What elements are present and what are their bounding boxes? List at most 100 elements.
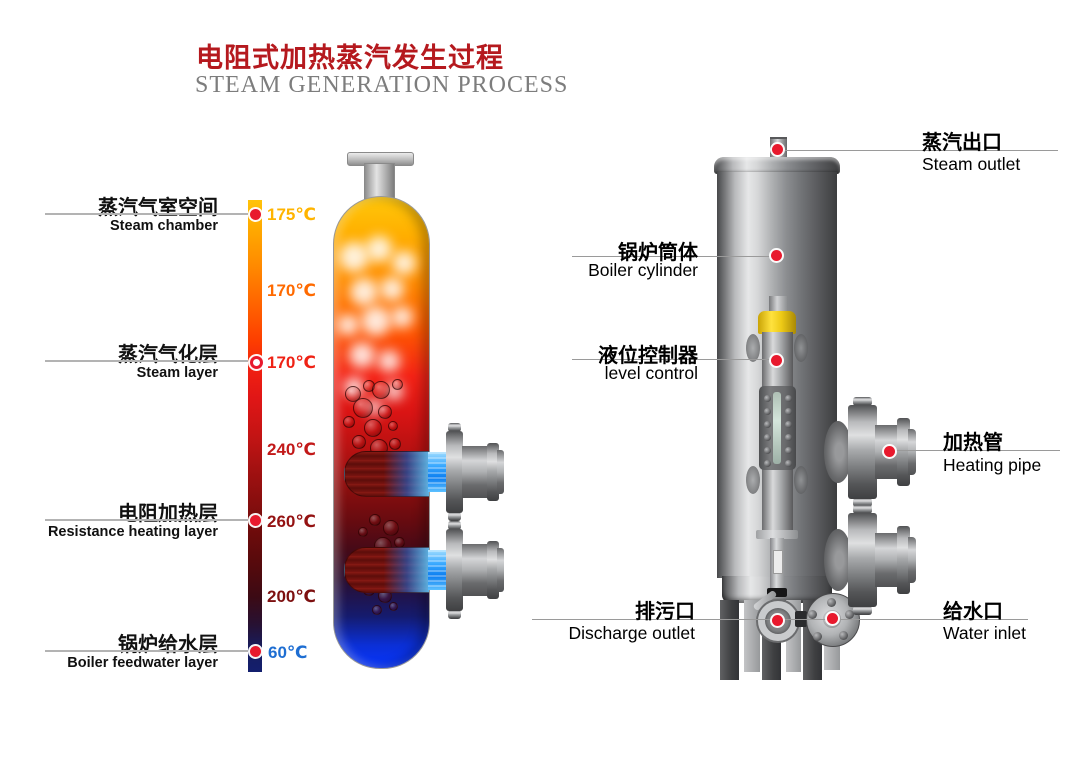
heating-pipe-flange-lower — [848, 513, 877, 607]
bubble — [391, 378, 403, 390]
gauge-bolt — [785, 447, 792, 454]
flange-bolt — [839, 631, 848, 640]
label-boiler-feedwater-layer: 锅炉给水层 — [118, 634, 218, 656]
heating-pipe-body-lower — [875, 533, 899, 587]
gauge-bolt — [785, 460, 792, 467]
sight-glass — [773, 392, 781, 464]
discharge-valve-wheel — [758, 601, 798, 641]
bubble — [352, 435, 366, 449]
gauge-bolt — [785, 421, 792, 428]
flange-bolt — [813, 632, 822, 641]
flange-bolt — [853, 505, 872, 514]
mount-boss — [794, 334, 808, 362]
level-control-top-pipe — [769, 296, 787, 314]
element-glow-tube-upper — [428, 452, 448, 492]
heating-pipe-flange-upper — [848, 405, 877, 499]
steam-blob — [391, 306, 413, 328]
heating-pipe-end-flange-upper — [897, 418, 910, 486]
bubble — [388, 601, 398, 611]
label-water-inlet: 给水口 — [943, 601, 1003, 623]
flange-bolt — [853, 498, 872, 507]
level-control-yellow-cap — [758, 311, 796, 334]
steam-blob — [337, 314, 359, 336]
heating-element-upper — [344, 451, 429, 497]
callout-dot-water-inlet — [827, 613, 838, 624]
temp-label: 175℃ — [267, 205, 316, 224]
label-steam-outlet-en: Steam outlet — [922, 154, 1021, 174]
temperature-gradient-bar — [248, 200, 262, 672]
label-steam-outlet: 蒸汽出口 — [922, 132, 1002, 154]
flange-bolt — [448, 610, 461, 619]
temp-label: 260℃ — [267, 512, 316, 531]
temp-marker-60 — [250, 646, 261, 657]
flange-bolt — [853, 606, 872, 615]
steam-blob — [361, 306, 391, 336]
mount-boss — [794, 466, 808, 494]
label-steam-chamber-en: Steam chamber — [110, 218, 218, 234]
callout-dot-heating-pipe — [884, 446, 895, 457]
leader-line — [781, 150, 1058, 151]
water-bubbles — [334, 197, 429, 668]
page-title: 电阻式加热蒸汽发生过程 — [196, 43, 504, 73]
boiler-leg — [720, 600, 739, 680]
flange-bolt — [448, 423, 461, 432]
gauge-bolt — [764, 434, 771, 441]
bubble — [353, 398, 373, 418]
label-boiler-cylinder: 锅炉筒体 — [618, 242, 698, 264]
flange-bolt — [448, 512, 461, 521]
callout-dot-discharge-outlet — [772, 615, 783, 626]
heating-pipe-cap-upper — [908, 429, 916, 475]
temp-label: 170℃ — [267, 281, 316, 300]
steam-blob — [378, 350, 400, 372]
bubble — [343, 416, 355, 428]
element-end-cap-lower — [497, 548, 504, 592]
level-control-bottom-flange — [756, 530, 798, 539]
steam-clouds — [334, 197, 429, 668]
mount-boss — [746, 334, 760, 362]
label-resistance-heating-layer: 电阻加热层 — [118, 503, 218, 525]
element-end-flange-lower — [487, 541, 499, 599]
bubble — [369, 514, 381, 526]
gauge-bolt — [785, 408, 792, 415]
gauge-bolt — [785, 434, 792, 441]
bubble — [383, 520, 399, 536]
gauge-bolt — [764, 421, 771, 428]
vessel-neck — [364, 163, 395, 199]
mount-boss — [746, 466, 760, 494]
bubble — [364, 419, 382, 437]
label-heating-pipe-en: Heating pipe — [943, 455, 1042, 475]
label-steam-layer: 蒸汽气化层 — [118, 344, 218, 366]
steam-blob — [349, 342, 375, 368]
steam-blob — [392, 251, 416, 275]
leader-line — [893, 450, 1060, 451]
callout-dot-steam-outlet — [772, 144, 783, 155]
leader-line — [572, 359, 777, 360]
bubble — [388, 421, 398, 431]
element-glow-tube-lower — [428, 550, 448, 590]
steam-blob — [366, 236, 392, 262]
label-heating-pipe: 加热管 — [943, 432, 1003, 454]
gauge-bolt — [764, 447, 771, 454]
temp-label: 60℃ — [268, 643, 308, 662]
gauge-bolt — [764, 395, 771, 402]
flange-bolt — [853, 397, 872, 406]
heating-pipe-end-flange-lower — [897, 526, 910, 594]
steam-blob — [350, 278, 378, 306]
temp-marker-170 — [250, 356, 263, 369]
label-steam-chamber: 蒸汽气室空间 — [98, 197, 218, 219]
valve-handle-black — [767, 588, 787, 597]
callout-dot-boiler-cylinder — [771, 250, 782, 261]
element-flange-lower — [446, 529, 463, 611]
bubble — [378, 405, 392, 419]
gauge-bolt — [764, 460, 771, 467]
bubble — [372, 605, 382, 615]
element-pipe-upper — [462, 446, 489, 498]
flange-bolt — [448, 521, 461, 530]
leader-line — [45, 650, 252, 652]
flange-bolt — [827, 598, 836, 607]
label-level-control: 液位控制器 — [598, 345, 698, 367]
page-subtitle: STEAM GENERATION PROCESS — [195, 72, 569, 98]
heating-pipe-cap-lower — [908, 537, 916, 583]
leader-line — [45, 519, 252, 521]
